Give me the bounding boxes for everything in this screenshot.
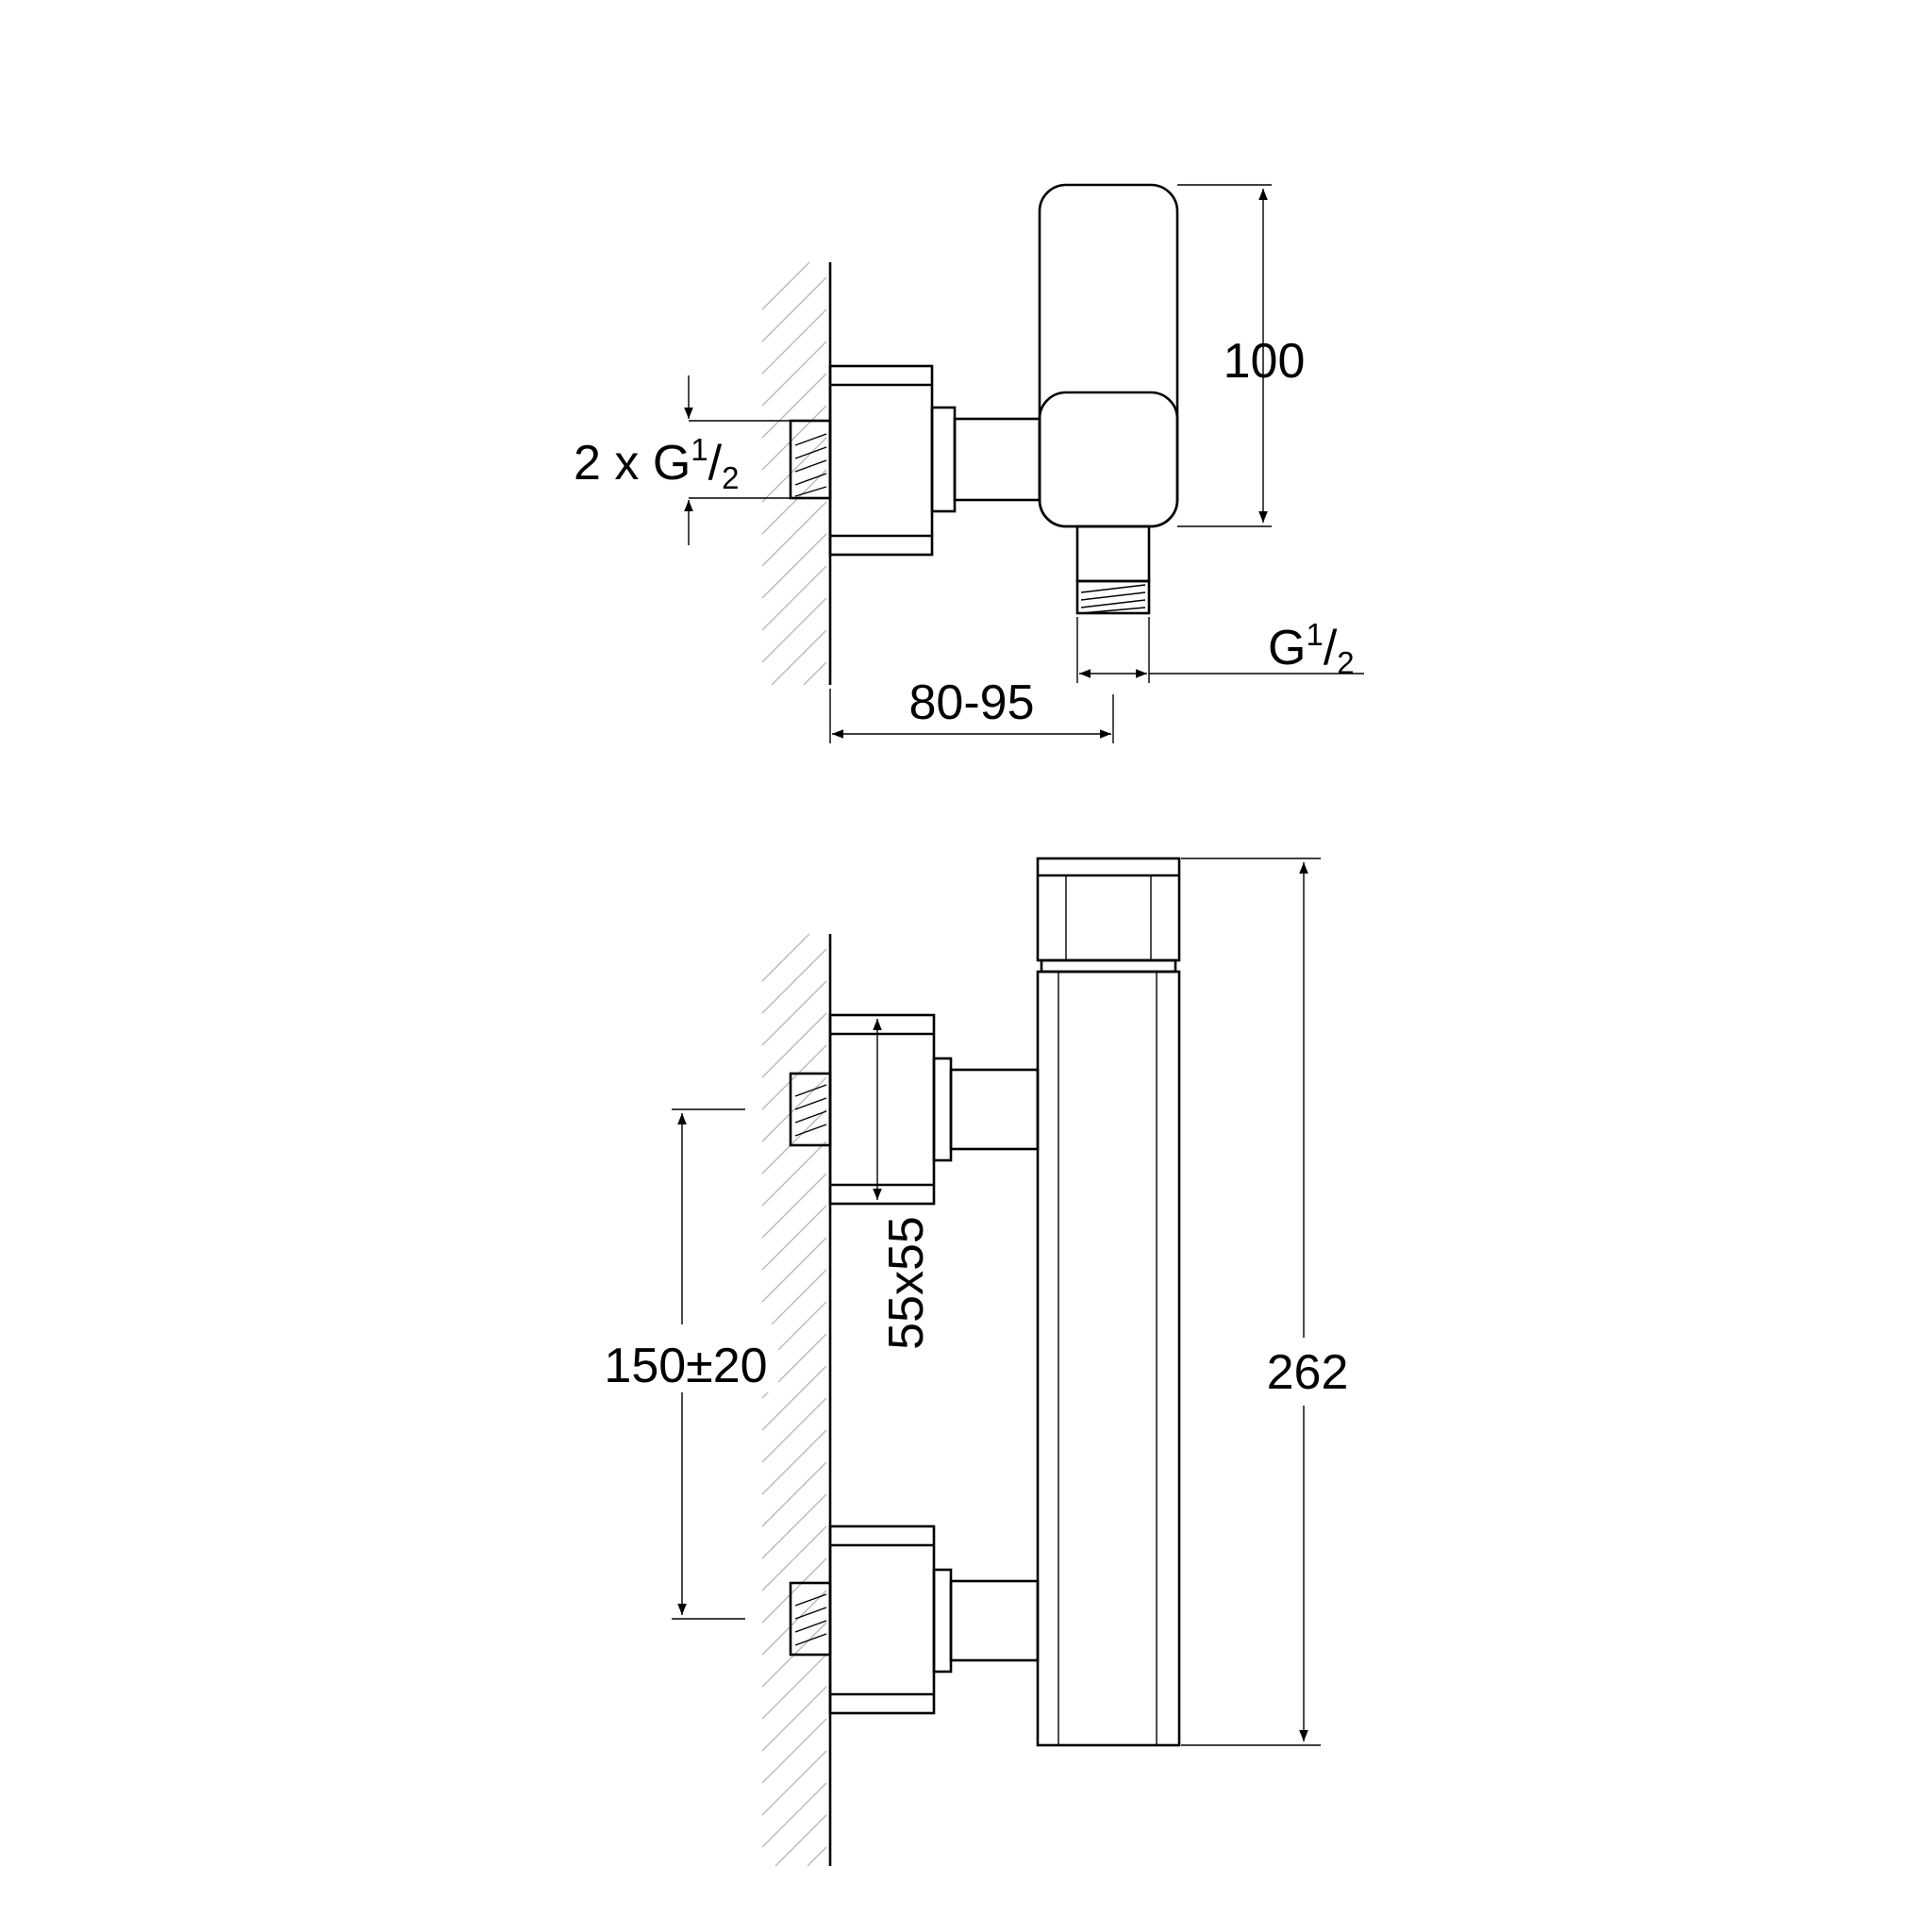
wall-hatch-line xyxy=(771,629,827,686)
wall-hatch-line xyxy=(761,565,827,631)
wall-hatch-line xyxy=(761,1525,827,1591)
wall-hatch-line xyxy=(761,1686,827,1752)
inlet-thread-label: 2 x G1/2 xyxy=(574,432,739,495)
wall-hatch-line xyxy=(761,341,827,407)
wall-hatch-line xyxy=(761,437,827,503)
wall-hatch-line xyxy=(761,405,827,471)
height-label: 100 xyxy=(1224,334,1306,389)
wall-hatch-line xyxy=(761,1493,827,1559)
wall-hatch-line xyxy=(761,1108,827,1174)
total-height-label: 262 xyxy=(1267,1345,1349,1400)
lower-inlet-front xyxy=(789,1524,1040,1715)
wall-hatch-line xyxy=(761,1397,827,1463)
wall-hatch-line xyxy=(774,1814,827,1867)
dimension-inlet-thread: 2 x G1/2 xyxy=(574,375,791,545)
dimension-height-side: 100 xyxy=(1177,184,1306,527)
wall-hatch-line xyxy=(761,1461,827,1527)
wall-hatch-line xyxy=(761,1141,827,1207)
wall-hatch-line xyxy=(761,1557,827,1624)
wall-hatch-line xyxy=(761,373,827,439)
wall-hatch-line xyxy=(807,1846,827,1867)
wall-hatch-line xyxy=(761,1365,827,1431)
wall-hatch-line xyxy=(761,980,827,1046)
wall-hatch-line xyxy=(761,1044,827,1110)
wall-hatch-line xyxy=(761,1429,827,1495)
mixer-body-side xyxy=(1038,183,1179,583)
wall-hatch-line xyxy=(761,1173,827,1239)
wall-hatch-line xyxy=(761,1237,827,1303)
wall-hatch-line xyxy=(761,1205,827,1271)
wall-side xyxy=(761,261,832,686)
wall-hatch-line xyxy=(761,933,810,982)
wall-hatch-line xyxy=(803,661,827,686)
dimension-spacing: 150±20 xyxy=(590,1108,778,1620)
wall-hatch-line xyxy=(761,469,827,535)
outlet-thread-side xyxy=(1075,579,1151,615)
wall-hatch-line xyxy=(761,276,827,342)
front-view: 55x55 150±20 262 xyxy=(590,857,1358,1867)
mixer-body-front xyxy=(1036,857,1181,1747)
upper-inlet-front xyxy=(789,1013,1040,1206)
wall-hatch-line xyxy=(761,1269,827,1335)
wall-hatch-line xyxy=(761,1718,827,1784)
side-view: 100 2 x G1/2 G1/2 80-95 xyxy=(574,183,1364,743)
outlet-thread-label: G1/2 xyxy=(1268,617,1355,680)
wall-hatch-line xyxy=(761,1782,827,1848)
wall-hatch-line xyxy=(761,501,827,567)
dimension-outlet-thread: G1/2 xyxy=(1076,617,1364,683)
flange-label: 55x55 xyxy=(879,1216,934,1350)
wall-hatch-line xyxy=(761,1076,827,1142)
wall-hatch-line xyxy=(761,1590,827,1656)
wall-hatch-line xyxy=(761,597,827,663)
spacing-label: 150±20 xyxy=(604,1339,767,1393)
wall-hatch-line xyxy=(761,948,827,1014)
dimension-flange: 55x55 xyxy=(873,1019,934,1350)
projection-label: 80-95 xyxy=(909,675,1035,730)
wall-hatch-line xyxy=(761,1012,827,1078)
wall-hatch-line xyxy=(761,533,827,599)
dimension-projection: 80-95 xyxy=(829,675,1114,743)
dimension-total-height: 262 xyxy=(1181,858,1358,1746)
wall-hatch-line xyxy=(761,261,810,310)
wall-hatch-line xyxy=(761,1654,827,1720)
wall-hatch-line xyxy=(761,1750,827,1816)
wall-front xyxy=(761,933,832,1867)
inlet-fitting-side xyxy=(789,364,1041,557)
wall-hatch-line xyxy=(761,308,827,375)
